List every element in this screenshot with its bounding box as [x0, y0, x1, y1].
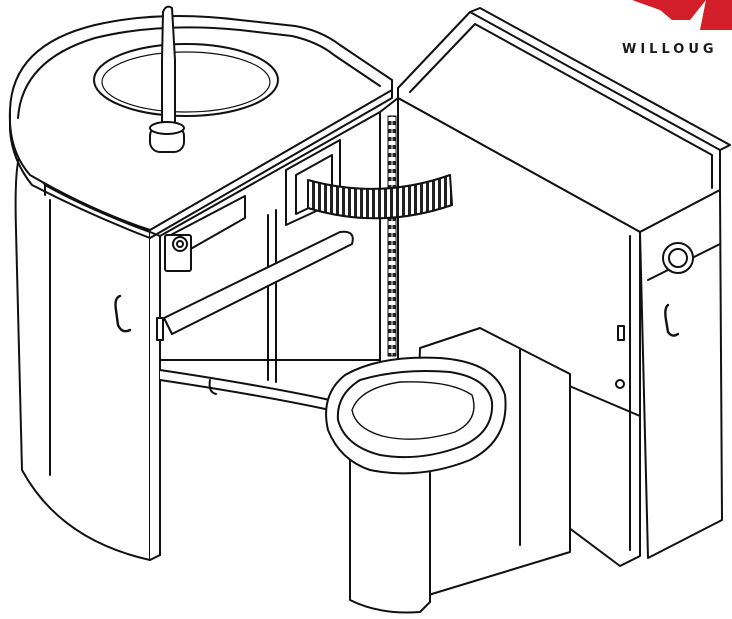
center-post — [379, 97, 399, 367]
faucet — [149, 5, 185, 153]
sink-basin — [93, 43, 279, 117]
toilet-bowl — [325, 356, 507, 614]
paper-holder — [164, 195, 246, 272]
lavatory-cabinet — [8, 5, 393, 561]
lavatory-door-handle — [114, 294, 132, 333]
toilet-door-handle — [664, 303, 680, 337]
back-rest — [307, 174, 453, 220]
push-button — [662, 242, 694, 274]
logo-mark — [632, 0, 732, 30]
brand-logo — [632, 0, 732, 30]
toilet-cabinet — [307, 7, 731, 601]
brand-name: WILLOUG — [622, 42, 718, 57]
grab-bar — [163, 230, 354, 335]
